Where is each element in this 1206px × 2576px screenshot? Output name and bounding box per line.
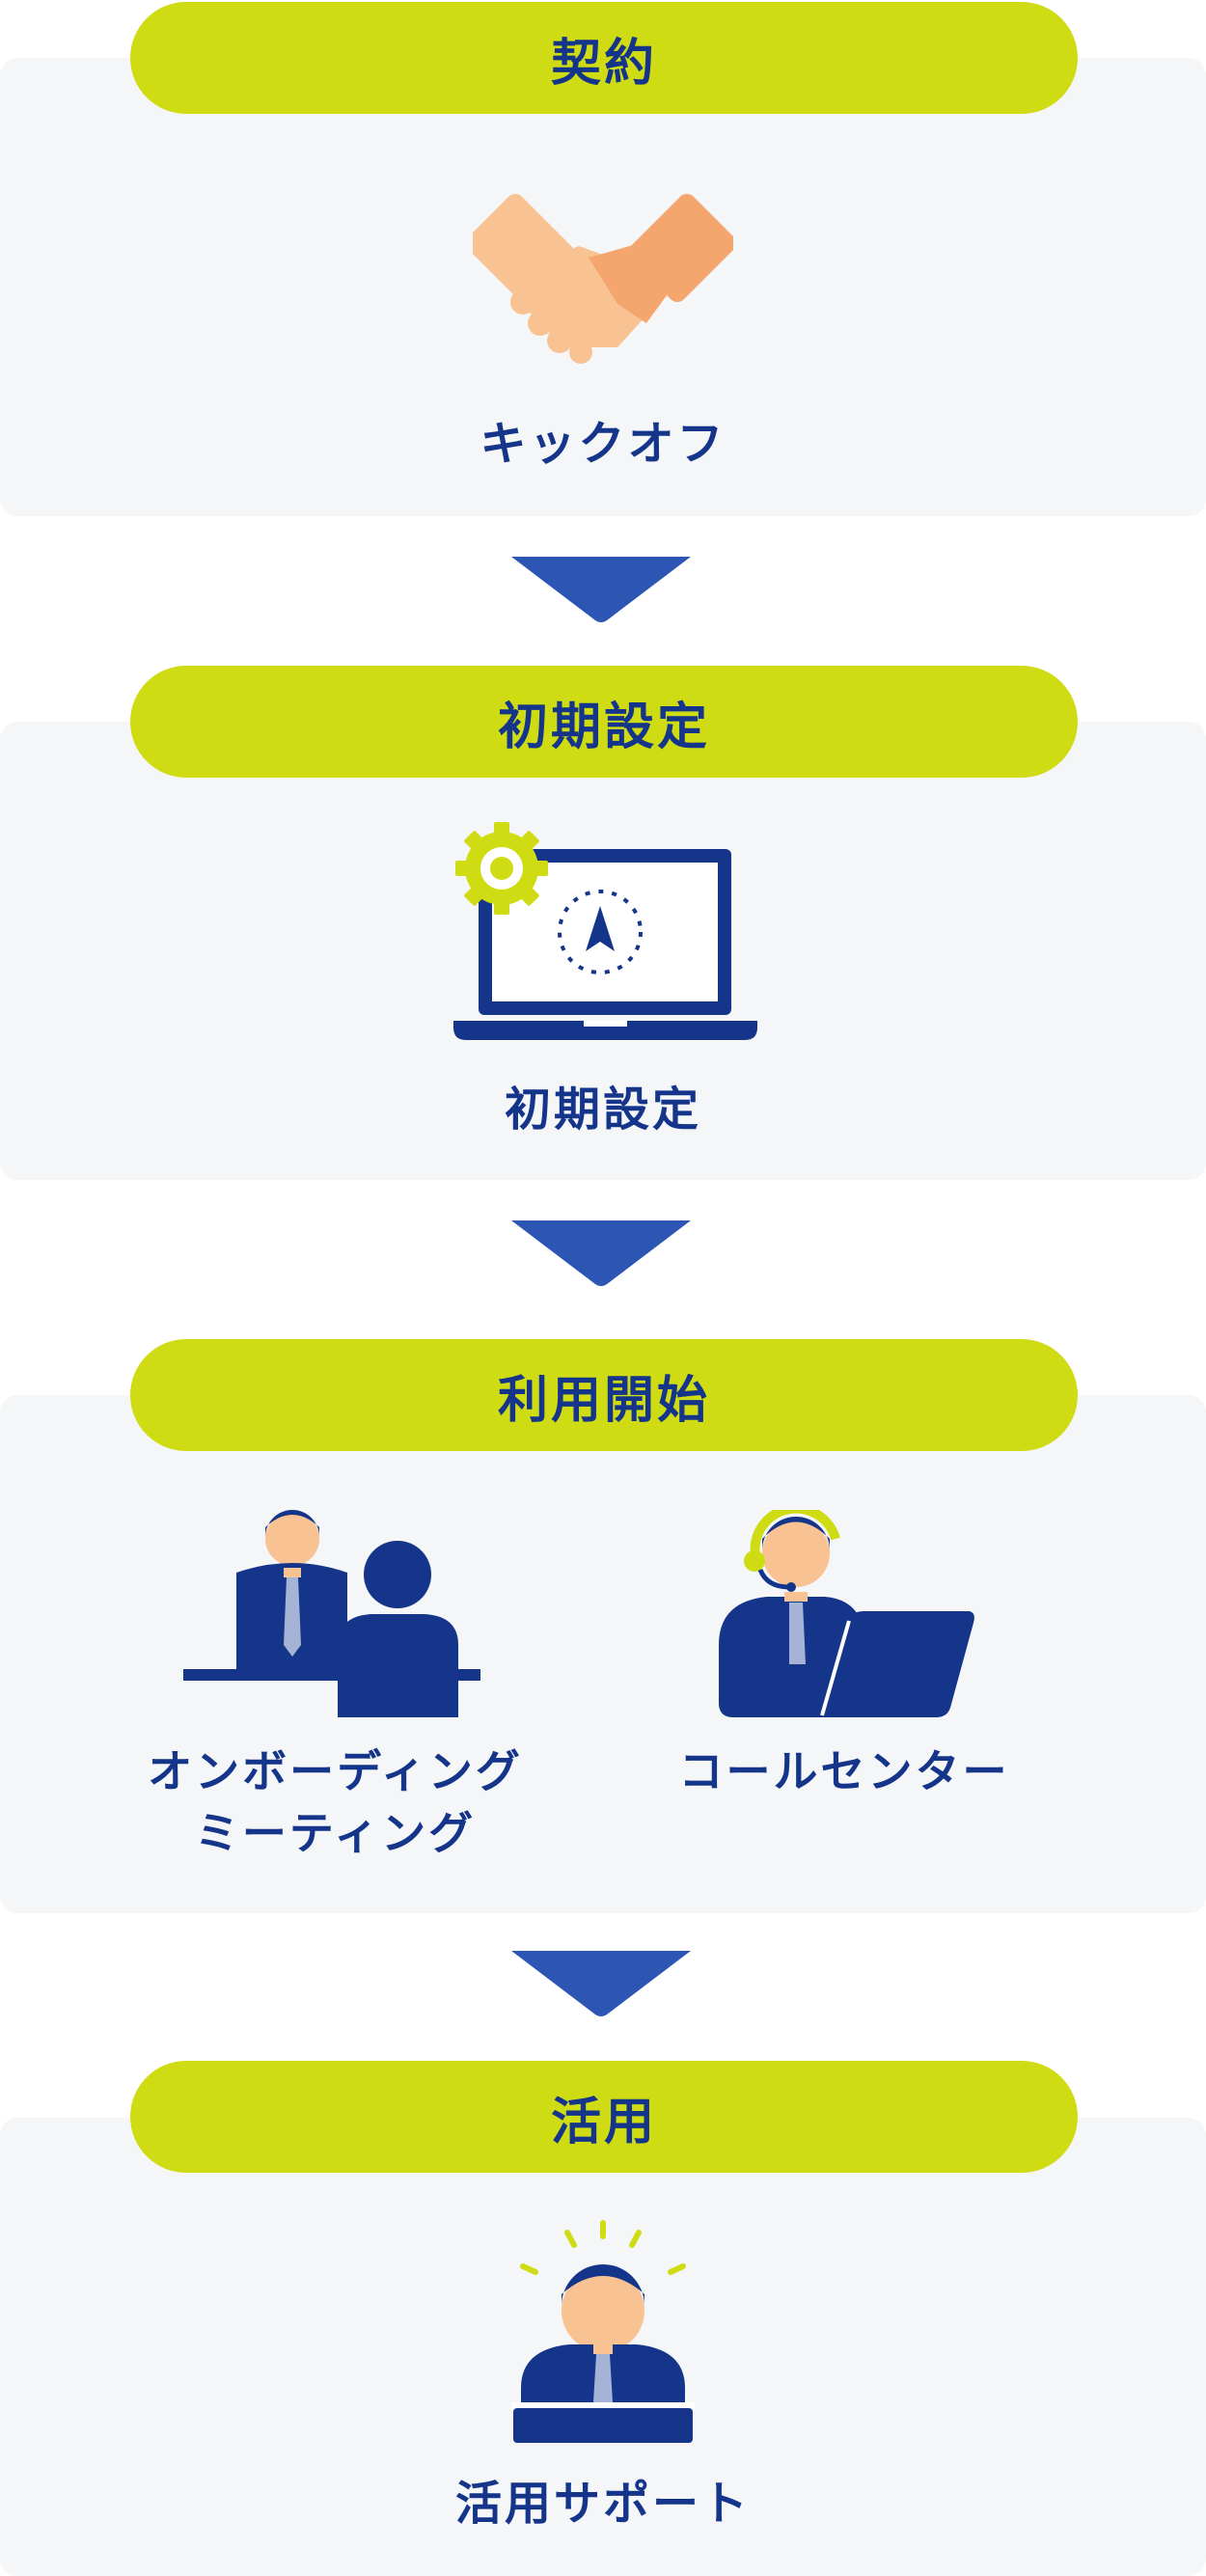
step-title-initial-setup: 初期設定 <box>130 666 1078 778</box>
step-label-initial-setup: 初期設定 <box>504 1082 701 1137</box>
laptop-settings-icon <box>453 822 757 1040</box>
step-title-utilization: 活用 <box>130 2061 1078 2173</box>
step-label-kickoff: キックオフ <box>480 417 726 471</box>
step-label-call-center: コールセンター <box>678 1745 1010 1797</box>
down-triangle-arrow-icon <box>511 557 691 622</box>
support-person-icon <box>511 2220 695 2443</box>
step-label-utilization-support: 活用サポート <box>454 2477 751 2531</box>
down-triangle-arrow-icon <box>511 1220 691 1286</box>
step-label-onboarding-meeting: オンボーディング ミーティング <box>148 1745 523 1859</box>
step-panel-start-use <box>0 1395 1206 1913</box>
step-title-contract: 契約 <box>130 2 1078 114</box>
call-center-icon <box>719 1510 974 1717</box>
handshake-icon <box>473 194 733 364</box>
down-triangle-arrow-icon <box>511 1951 691 2016</box>
step-title-start-use: 利用開始 <box>130 1339 1078 1451</box>
meeting-icon <box>183 1510 480 1717</box>
